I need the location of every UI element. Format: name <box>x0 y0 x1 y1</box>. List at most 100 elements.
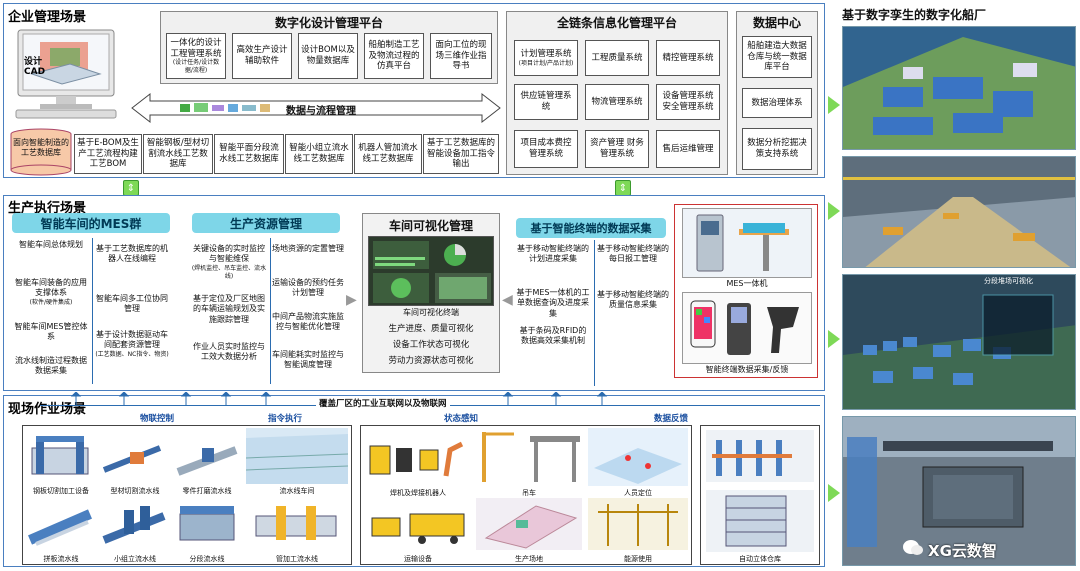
mes-divider <box>92 238 93 384</box>
process-database-cylinder <box>10 128 72 176</box>
caption-welding: 焊机及焊接机器人 <box>390 489 446 497</box>
mes-right-2: 智能车间多工位协同管理 <box>96 294 168 314</box>
caption-crane: 吊车 <box>522 489 536 497</box>
chain-item-6: 设备管理系统 安全管理系统 <box>656 84 720 120</box>
steel-cutting-equipment-image <box>26 428 94 483</box>
mes-title: 智能车间的MES群 <box>12 213 170 233</box>
enterprise-title: 企业管理场景 <box>8 10 87 25</box>
welding-robot-image <box>366 430 470 486</box>
caption-block-line: 分段流水线 <box>189 555 225 563</box>
resource-divider <box>270 238 271 384</box>
design-platform-title: 数字化设计管理平台 <box>274 16 383 30</box>
caption-energy: 能源使用 <box>624 555 652 563</box>
design-item-4: 船舶制造工艺及物流过程的仿真平台 <box>364 33 424 79</box>
green-arrow-1-icon <box>828 96 840 114</box>
green-arrow-4-icon <box>828 484 840 502</box>
equipment-frame-left <box>22 425 352 565</box>
process-item-4: 智能小组立流水线工艺数据库 <box>285 134 353 174</box>
mes-left-2: 智能车间装备的应用支撑体系(软件/硬件集成) <box>15 278 87 306</box>
caption-transport: 运输设备 <box>404 555 432 563</box>
chain-item-2: 工程质量系统 <box>585 40 649 76</box>
arrow-left-icon: ◀ <box>502 292 513 308</box>
datacenter-item-2: 数据治理体系 <box>742 88 812 118</box>
design-item-1: 一体化的设计工程管理系统(设计任务/设计数据/流程) <box>166 33 226 79</box>
terminal-left-2: 基于MES一体机的工单数据查询及进度采集 <box>516 288 590 318</box>
panel-line-image <box>26 500 94 550</box>
datacenter-title: 数据中心 <box>752 16 801 30</box>
resource-right-3: 中间产品物流实施监控与智能优化管理 <box>272 312 344 332</box>
terminal-image-frame <box>674 204 818 378</box>
resource-right-2: 运输设备的预约任务计划管理 <box>272 278 344 298</box>
caption-personnel: 人员定位 <box>624 489 652 497</box>
chain-item-8: 资产管理 财务管理系统 <box>585 130 649 168</box>
design-item-3: 设计BOM以及物量数据库 <box>298 33 358 79</box>
personnel-positioning-image <box>588 428 688 486</box>
mes-right-1: 基于工艺数据库的机器人在线编程 <box>96 244 168 264</box>
terminal-right-1: 基于移动智能终端的每日报工管理 <box>597 244 669 264</box>
visualization-screen <box>368 236 494 306</box>
category-iot-control: 物联控制 <box>140 414 175 424</box>
chain-item-3: 精控管理系统 <box>656 40 720 76</box>
watermark-text: XG云数智 <box>928 542 997 560</box>
process-item-2: 智能钢板/型材切割流水线工艺数据库 <box>143 134 213 174</box>
process-database-label: 面向智能制造的工艺数据库 <box>13 138 69 158</box>
caption-part-grinding: 零件打磨流水线 <box>182 487 232 495</box>
mes-kiosk-caption: MES一体机 <box>726 279 768 288</box>
automated-warehouse-image-2 <box>706 490 814 552</box>
caption-panel-line: 拼板流水线 <box>43 555 79 563</box>
category-state-sensing: 状态感知 <box>444 414 479 424</box>
terminal-right-2: 基于移动智能终端的质量信息采集 <box>597 290 669 310</box>
energy-usage-image <box>588 498 688 550</box>
process-item-5: 机器人管加流水线工艺数据库 <box>354 134 422 174</box>
factory-overview-image <box>842 26 1076 150</box>
production-title: 生产执行场景 <box>8 201 87 216</box>
profile-cutting-line-image <box>100 430 170 482</box>
network-label: 覆盖厂区的工业互联网以及物联网 <box>316 397 450 409</box>
mobile-terminal-caption: 智能终端数据采集/反馈 <box>705 365 789 374</box>
caption-warehouse: 自动立体仓库 <box>739 555 781 563</box>
caption-profile-cutting: 型材切割流水线 <box>110 487 160 495</box>
terminal-divider <box>594 240 595 386</box>
chain-item-1: 计划管理系统(项目计划/产品计划) <box>514 40 578 76</box>
block-line-image <box>172 500 242 550</box>
design-item-2: 高效生产设计辅助软件 <box>232 33 292 79</box>
resource-right-4: 车间能耗实时监控与智能调度管理 <box>272 350 344 370</box>
sync-arrow-icon: ⇕ <box>123 180 139 196</box>
visualization-item-3: 劳动力资源状态可视化 <box>388 356 474 366</box>
chain-item-4: 供应链管理系统 <box>514 84 578 120</box>
chain-item-7: 项目成本费控管理系统 <box>514 130 578 168</box>
datacenter-item-3: 数据分析挖掘决策支持系统 <box>742 128 812 170</box>
terminal-title: 基于智能终端的数据采集 <box>516 218 666 238</box>
mes-right-3: 基于设计数据驱动车间配套资源管理(工艺数据、NC指令、物资) <box>95 330 169 358</box>
caption-small-assembly: 小组立流水线 <box>114 555 156 563</box>
resource-right-1: 场地资源的定置管理 <box>272 244 344 253</box>
mes-left-4: 流水线制造过程数据数据采集 <box>15 356 87 376</box>
visualization-screen-caption: 车间可视化终端 <box>403 308 459 317</box>
chain-item-9: 售后运维管理 <box>656 130 720 168</box>
resource-left-1: 关键设备的实时监控与智能维保(焊机监控、吊车监控、流水线) <box>191 244 267 280</box>
automated-warehouse-image-1 <box>706 430 814 482</box>
caption-line-workshop: 流水线车间 <box>279 487 315 495</box>
caption-pipe-line: 管加工流水线 <box>276 555 318 563</box>
factory-workshop-image <box>842 156 1076 268</box>
crane-image <box>474 428 584 486</box>
equipment-frame-right <box>360 425 692 565</box>
datacenter-item-1: 船舶建造大数据仓库与统一数据库平台 <box>742 36 812 78</box>
chain-item-5: 物流管理系统 <box>585 84 649 120</box>
resource-title: 生产资源管理 <box>192 213 340 233</box>
sync-arrow-icon: ⇕ <box>615 180 631 196</box>
small-assembly-line-image <box>100 500 170 550</box>
data-process-arrow <box>130 92 502 124</box>
visualization-item-1: 生产进度、质量可视化 <box>388 324 474 334</box>
category-data-feedback: 数据反馈 <box>654 414 689 424</box>
pipe-line-image <box>246 500 348 550</box>
process-item-3: 智能平面分段流水线工艺数据库 <box>214 134 284 174</box>
wechat-logo-icon <box>902 538 924 558</box>
resource-left-2: 基于定位及厂区地图的车辆运输规划及实施跟踪管理 <box>193 294 265 324</box>
factory-shipblock-image <box>842 416 1076 566</box>
green-arrow-2-icon <box>828 202 840 220</box>
caption-steel-cutting: 钢板切割加工设备 <box>33 487 89 495</box>
mes-left-3: 智能车间MES管控体系 <box>14 322 88 342</box>
process-item-1: 基于E-BOM及生产工艺流程构建工艺BOM <box>74 134 142 174</box>
